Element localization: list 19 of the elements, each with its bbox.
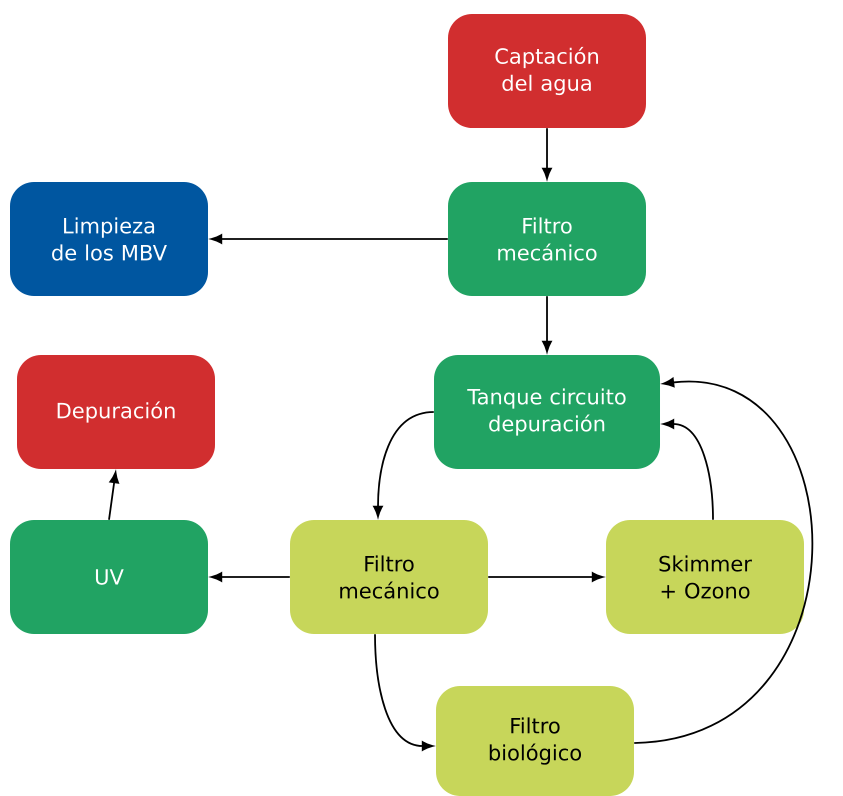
arrow: [373, 411, 434, 518]
arrow: [488, 572, 604, 582]
process-box: UV: [10, 520, 208, 634]
process-box: Depuración: [17, 355, 215, 469]
process-box: Filtro biológico: [436, 686, 634, 796]
process-box: Filtro mecánico: [448, 182, 646, 296]
process-box: Captación del agua: [448, 14, 646, 128]
process-box: Skimmer + Ozono: [606, 520, 804, 634]
arrow: [542, 128, 552, 180]
arrow: [634, 378, 813, 744]
arrow: [662, 419, 714, 520]
arrow: [210, 234, 448, 244]
process-box: Filtro mecánico: [290, 520, 488, 634]
arrow: [542, 296, 552, 352]
arrow: [210, 572, 290, 582]
arrow: [108, 472, 119, 520]
process-box: Tanque circuito depuración: [434, 355, 660, 469]
arrow: [374, 634, 434, 751]
process-box: Limpieza de los MBV: [10, 182, 208, 296]
